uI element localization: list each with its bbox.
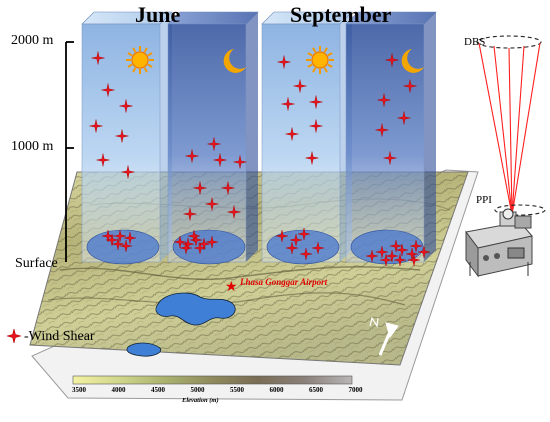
y-axis-label-2000: 2000 m <box>11 33 54 48</box>
wind-shear-marker <box>389 239 403 253</box>
wind-shear-marker <box>123 231 137 245</box>
sun-icon <box>306 46 334 74</box>
wind-shear-marker <box>365 249 379 263</box>
wind-shear-marker <box>197 237 211 251</box>
shear-region-ellipse <box>266 229 340 265</box>
colorbar-tick-label: 4500 <box>151 386 165 394</box>
colorbar-tick-label: 6000 <box>269 386 284 394</box>
wind-shear-marker <box>375 123 389 137</box>
sun-icon <box>126 46 154 74</box>
colorbar-tick-label: 7000 <box>348 386 363 394</box>
wind-shear-marker <box>121 165 135 179</box>
colorbar-tick-label: 6500 <box>309 386 323 394</box>
wind-shear-marker <box>207 137 221 151</box>
wind-shear-marker <box>101 229 115 243</box>
wind-shear-marker <box>417 245 431 259</box>
wind-shear-marker <box>309 95 323 109</box>
wind-shear-marker <box>395 243 409 257</box>
shear-region-ellipse <box>86 229 160 265</box>
moon-icon <box>223 49 246 73</box>
moon-icon <box>401 49 424 73</box>
wind-shear-marker <box>407 253 421 267</box>
column-title-june: June <box>135 2 181 27</box>
wind-shear-marker <box>101 83 115 97</box>
ppi-label: PPI <box>476 194 492 206</box>
wind-shear-marker <box>409 239 423 253</box>
airport-label: Lhasa Gonggar Airport <box>240 277 328 287</box>
dbs-beams <box>476 35 542 216</box>
y-axis-label-1000: 1000 m <box>11 139 54 154</box>
dbs-label: DBS <box>464 36 486 48</box>
wind-shear-marker <box>105 233 119 247</box>
wind-shear-marker <box>89 119 103 133</box>
column-3-day <box>261 11 353 265</box>
y-axis-label-surface: Surface <box>15 256 58 271</box>
legend-marker-icon <box>6 328 22 344</box>
wind-shear-marker <box>281 97 295 111</box>
wind-shear-marker <box>311 241 325 255</box>
wind-shear-marker <box>96 153 110 167</box>
wind-shear-marker <box>305 151 319 165</box>
wind-shear-marker <box>119 99 133 113</box>
wind-shear-marker <box>375 245 389 259</box>
column-4-night <box>345 11 437 267</box>
wind-shear-marker <box>233 155 247 169</box>
wind-shear-marker <box>193 241 207 255</box>
lidar-icon <box>465 208 533 278</box>
ppi-scan <box>494 204 546 216</box>
column-title-september: September <box>290 2 392 27</box>
wind-shear-marker <box>397 111 411 125</box>
wind-shear-marker <box>377 93 391 107</box>
wind-shear-marker <box>297 227 311 241</box>
wind-shear-marker <box>205 235 219 249</box>
north-arrow-icon <box>369 316 399 356</box>
wind-shear-marker <box>193 181 207 195</box>
wind-shear-marker <box>227 205 241 219</box>
colorbar-tick-label: 3500 <box>72 386 86 394</box>
column-1-day <box>81 11 173 265</box>
lake <box>155 292 236 326</box>
colorbar-tick-label: 5500 <box>230 386 244 394</box>
wind-shear-marker <box>179 241 193 255</box>
wind-shear-marker <box>213 153 227 167</box>
wind-shear-marker <box>185 149 199 163</box>
wind-shear-marker <box>385 53 399 67</box>
wind-shear-marker <box>91 51 105 65</box>
airport-star-icon: ★ <box>225 280 238 295</box>
column-2-night <box>167 11 259 265</box>
wind-shear-marker <box>383 151 397 165</box>
wind-shear-marker <box>293 79 307 93</box>
wind-shear-marker <box>221 181 235 195</box>
wind-shear-marker <box>379 253 393 267</box>
wind-shear-marker <box>393 253 407 267</box>
elevation-colorbar <box>72 375 353 385</box>
wind-shear-marker <box>115 129 129 143</box>
wind-shear-marker <box>187 229 201 243</box>
wind-shear-marker <box>113 229 127 243</box>
lake <box>126 342 162 357</box>
wind-shear-marker <box>181 237 195 251</box>
wind-shear-marker <box>285 127 299 141</box>
wind-shear-marker <box>299 247 313 261</box>
wind-shear-marker <box>403 79 417 93</box>
wind-shear-marker <box>119 239 133 253</box>
wind-shear-marker <box>285 241 299 255</box>
colorbar-title: Elevation (m) <box>182 397 219 404</box>
wind-shear-marker <box>275 229 289 243</box>
wind-shear-marker <box>205 197 219 211</box>
legend-label: -Wind Shear <box>24 329 95 344</box>
wind-shear-marker <box>183 207 197 221</box>
colorbar-tick-label: 4000 <box>111 386 126 394</box>
colorbar-tick-label: 5000 <box>190 386 205 394</box>
wind-shear-marker <box>277 55 291 69</box>
wind-shear-marker <box>309 119 323 133</box>
shear-region-ellipse <box>172 229 246 265</box>
wind-shear-marker <box>111 237 125 251</box>
wind-shear-marker <box>289 233 303 247</box>
wind-shear-marker <box>385 249 399 263</box>
